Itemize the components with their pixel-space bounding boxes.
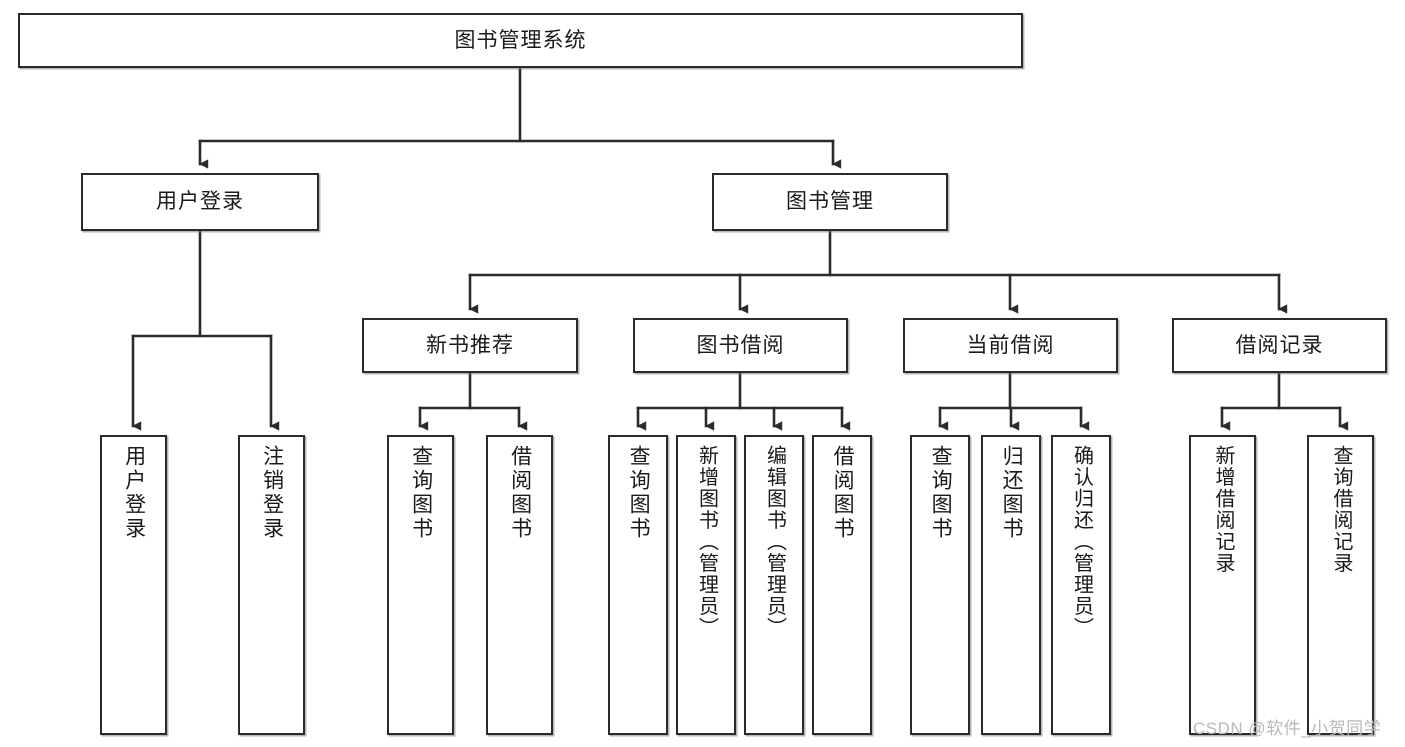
node-leaf-add-book-admin[interactable]: 新增图书（管理员） [676, 435, 736, 735]
node-level3-book-borrow[interactable]: 图书借阅 [633, 318, 848, 373]
node-leaf-logout[interactable]: 注销登录 [238, 435, 305, 735]
node-leaf-query-book-current-label: 查询图书 [929, 445, 953, 541]
node-leaf-return-book[interactable]: 归还图书 [981, 435, 1041, 735]
node-root-label: 图书管理系统 [454, 28, 587, 52]
node-leaf-confirm-return-admin-label: 确认归还（管理员） [1070, 445, 1093, 639]
node-level2-user-login-label: 用户登录 [156, 190, 244, 214]
node-leaf-confirm-return-admin[interactable]: 确认归还（管理员） [1051, 435, 1111, 735]
node-leaf-user-login-label: 用户登录 [122, 445, 146, 541]
node-leaf-edit-book-admin[interactable]: 编辑图书（管理员） [744, 435, 804, 735]
node-level2-book-management-label: 图书管理 [786, 190, 874, 214]
node-leaf-add-borrow-record-label: 新增借阅记录 [1212, 445, 1234, 574]
node-leaf-logout-label: 注销登录 [260, 445, 284, 541]
node-leaf-return-book-label: 归还图书 [1000, 445, 1024, 541]
node-level3-current-borrow-label: 当前借阅 [966, 333, 1055, 357]
node-leaf-add-book-admin-label: 新增图书（管理员） [695, 445, 718, 639]
node-level3-borrow-record-label: 借阅记录 [1235, 333, 1324, 357]
node-level3-borrow-record[interactable]: 借阅记录 [1172, 318, 1387, 373]
node-level3-new-book-recommend-label: 新书推荐 [426, 333, 514, 357]
node-leaf-add-borrow-record[interactable]: 新增借阅记录 [1189, 435, 1256, 735]
csdn-watermark: CSDN @软件_小贺同学 [1193, 719, 1382, 738]
node-leaf-query-book-recommend[interactable]: 查询图书 [387, 435, 454, 735]
node-level3-new-book-recommend[interactable]: 新书推荐 [362, 318, 578, 373]
node-leaf-borrow-book-recommend[interactable]: 借阅图书 [486, 435, 553, 735]
node-root[interactable]: 图书管理系统 [18, 13, 1023, 68]
node-leaf-borrow-book[interactable]: 借阅图书 [812, 435, 872, 735]
node-level3-current-borrow[interactable]: 当前借阅 [903, 318, 1118, 373]
node-level2-user-login[interactable]: 用户登录 [81, 173, 319, 231]
node-leaf-query-book-recommend-label: 查询图书 [409, 445, 433, 541]
node-leaf-query-borrow-record-label: 查询借阅记录 [1330, 445, 1352, 574]
node-leaf-borrow-book-label: 借阅图书 [831, 445, 855, 541]
node-leaf-query-book-borrow-label: 查询图书 [627, 445, 651, 541]
node-level2-book-management[interactable]: 图书管理 [712, 173, 948, 231]
node-leaf-query-borrow-record[interactable]: 查询借阅记录 [1307, 435, 1374, 735]
node-leaf-user-login[interactable]: 用户登录 [100, 435, 167, 735]
node-leaf-query-book-current[interactable]: 查询图书 [910, 435, 970, 735]
node-leaf-query-book-borrow[interactable]: 查询图书 [608, 435, 668, 735]
node-level3-book-borrow-label: 图书借阅 [696, 333, 785, 357]
node-leaf-edit-book-admin-label: 编辑图书（管理员） [763, 445, 786, 639]
node-leaf-borrow-book-recommend-label: 借阅图书 [508, 445, 532, 541]
